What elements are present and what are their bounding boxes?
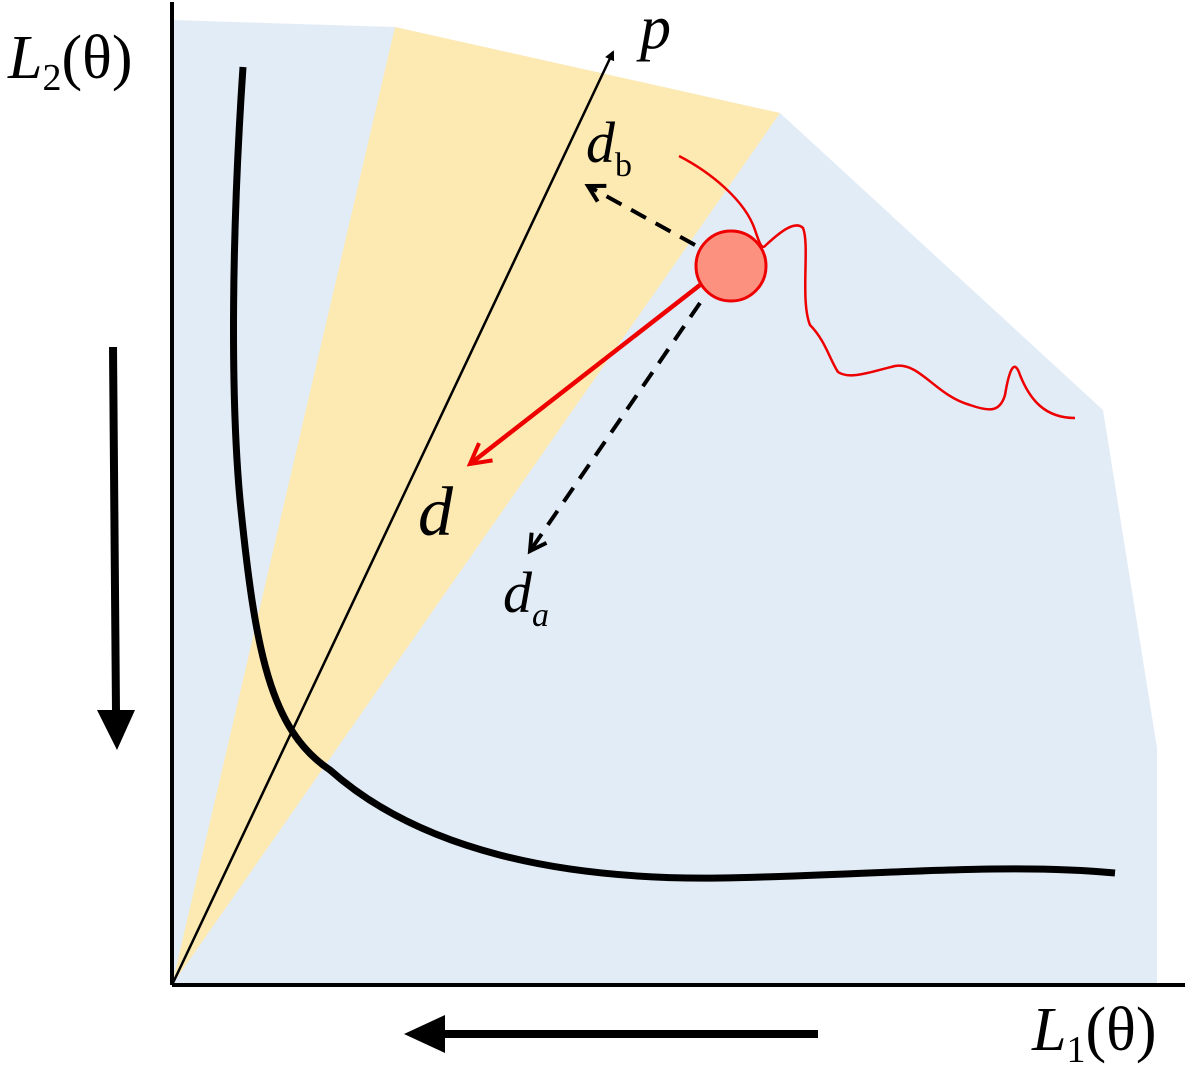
preference-cone: [172, 27, 780, 985]
arrow-down-icon: [109, 346, 120, 713]
circle-marker-icon: [694, 229, 768, 303]
update-direction-label: d: [418, 474, 454, 551]
preference-vector-line: [170, 50, 615, 986]
pareto-front-curve: [230, 66, 1116, 882]
arrow-left-icon-head: [404, 1015, 445, 1053]
preference-vector-label: p: [636, 0, 671, 62]
update-direction-arrow: [470, 283, 702, 464]
direction-a-arrow: [530, 301, 702, 551]
direction-b-arrow: [588, 186, 696, 247]
optimization-trajectory: [678, 154, 1076, 420]
x-axis-label: L1(θ): [1031, 996, 1156, 1071]
arrow-down-icon-head: [97, 710, 135, 750]
direction-b-label: db: [586, 110, 632, 184]
direction-a-label: da: [503, 560, 549, 634]
y-axis-label: L2(θ): [7, 24, 132, 99]
